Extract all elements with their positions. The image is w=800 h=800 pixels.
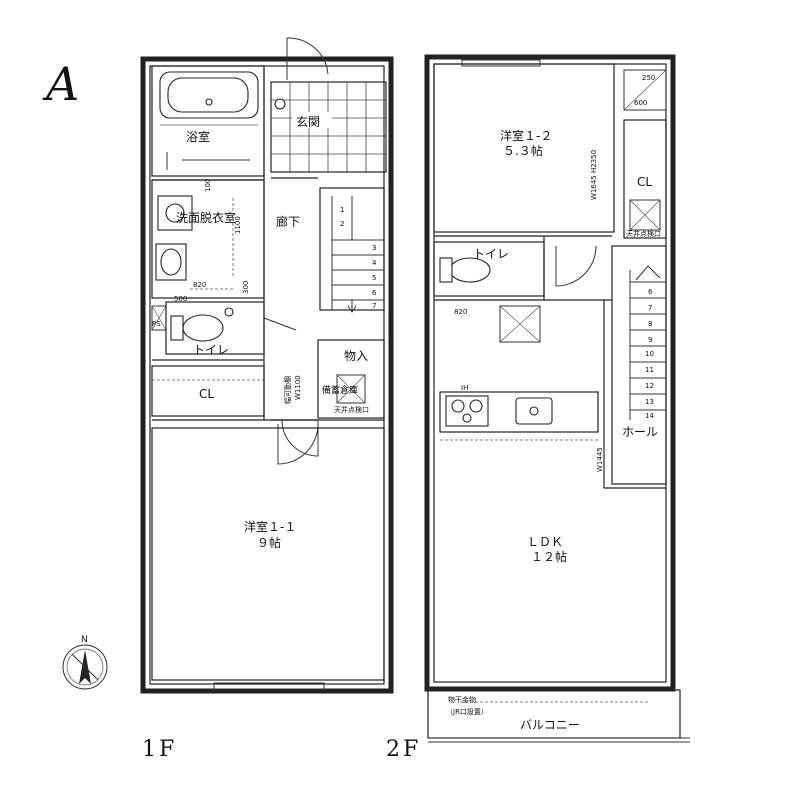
bath-label: 浴室 — [186, 129, 210, 144]
svg-text:6: 6 — [648, 288, 653, 296]
second-floor-outer-wall — [424, 54, 676, 692]
svg-text:300: 300 — [242, 281, 250, 294]
svg-text:14: 14 — [645, 412, 654, 420]
svg-text:500: 500 — [174, 295, 187, 303]
first-toilet-label: トイレ — [193, 343, 229, 357]
svg-text:13: 13 — [645, 398, 654, 406]
svg-text:W1645 H2350: W1645 H2350 — [590, 150, 598, 200]
svg-text:W1100: W1100 — [294, 375, 302, 400]
first-floor-outer-wall — [140, 56, 394, 694]
second-toilet-label: トイレ — [473, 247, 509, 261]
upper-right-niche: 600 250 — [623, 69, 667, 111]
first-floor-closet[interactable]: CL — [151, 365, 265, 417]
svg-text:1100: 1100 — [234, 216, 242, 234]
kitchen-counter[interactable]: IH W1445 — [439, 305, 604, 472]
svg-text:7: 7 — [648, 304, 652, 312]
second-closet-label: CL — [637, 175, 652, 189]
svg-text:1: 1 — [340, 206, 344, 214]
second-floor-toilet[interactable]: トイレ 820 — [433, 241, 597, 316]
toilet-bowl — [182, 314, 224, 342]
balcony-label: バルコニー — [520, 718, 580, 732]
first-floor-label: 1F — [142, 737, 177, 762]
genkan-area[interactable]: 玄関 — [270, 81, 387, 173]
svg-text:8: 8 — [648, 320, 652, 328]
svg-text:PS: PS — [152, 320, 161, 328]
western-1-2-name: 洋室１-２ — [500, 128, 552, 143]
bedroom-1-1-size: ９帖 — [257, 535, 281, 550]
svg-text:物干金物: 物干金物 — [448, 695, 476, 704]
svg-text:600: 600 — [634, 99, 647, 107]
washroom-label: 洗面脱衣室 — [176, 210, 236, 225]
hall-label: ホール — [622, 425, 658, 439]
balcony[interactable]: バルコニー 物干金物 （JR口設置） — [427, 689, 690, 743]
bedroom-1-1[interactable]: 洋室１-１ ９帖 — [151, 427, 385, 690]
svg-text:天井点検口: 天井点検口 — [626, 229, 661, 238]
svg-text:820: 820 — [454, 308, 467, 316]
hallway-label: 廊下 — [276, 214, 300, 229]
second-floor-stairs[interactable]: 6 7 8 9 10 11 12 13 14 ホール — [611, 245, 667, 485]
svg-text:5: 5 — [372, 274, 376, 282]
ldk-room[interactable]: ＬＤＫ １２帖 — [527, 535, 567, 564]
first-closet-label: CL — [199, 387, 214, 401]
storage-door[interactable] — [281, 419, 319, 457]
pipe-space: PS — [151, 305, 167, 331]
second-floor-label: 2F — [386, 737, 421, 762]
entrance-door — [286, 37, 329, 80]
svg-text:12: 12 — [645, 382, 654, 390]
svg-text:11: 11 — [645, 366, 654, 374]
second-floor-partitions — [434, 235, 666, 489]
western-1-2-size: ５.３帖 — [503, 143, 543, 158]
first-floor-toilet[interactable]: 500 トイレ — [165, 295, 297, 357]
genkan-label: 玄関 — [296, 114, 320, 129]
second-floor: 洋室１-２ ５.３帖 W1645 H2350 600 250 CL 天井点検口 — [386, 54, 690, 762]
svg-text:N: N — [81, 635, 88, 645]
svg-text:天井点検口: 天井点検口 — [334, 405, 369, 414]
hallway[interactable]: 廊下 — [276, 214, 300, 229]
second-floor-closet[interactable]: CL 天井点検口 — [623, 119, 667, 239]
svg-text:（JR口設置）: （JR口設置） — [446, 707, 488, 716]
svg-text:9: 9 — [648, 336, 652, 344]
bedroom-1-1-name: 洋室１-１ — [244, 519, 296, 534]
svg-text:3: 3 — [372, 244, 376, 252]
svg-text:820: 820 — [193, 281, 206, 289]
compass-icon: N — [62, 635, 108, 690]
svg-text:W1445: W1445 — [596, 447, 604, 472]
svg-text:100: 100 — [204, 179, 212, 192]
storage-closet[interactable]: 物入 備蓄倉庫 天井点検口 W1100 幅可動棚 — [283, 339, 385, 419]
bikou-label: 備蓄倉庫 — [322, 384, 358, 396]
storage-label: 物入 — [344, 349, 368, 363]
toilet-bowl-2f — [449, 257, 491, 283]
svg-text:IH: IH — [461, 384, 468, 392]
bath-room[interactable]: 浴室 — [151, 65, 265, 177]
bedroom-window — [213, 682, 325, 690]
ldk-name: ＬＤＫ — [527, 535, 563, 549]
first-floor: 浴室 玄関 — [140, 37, 394, 762]
svg-text:250: 250 — [642, 74, 655, 82]
svg-text:10: 10 — [645, 350, 654, 358]
svg-text:幅可動棚: 幅可動棚 — [283, 376, 292, 404]
logo-letter: A — [42, 57, 79, 111]
svg-text:7: 7 — [372, 302, 376, 310]
svg-text:2: 2 — [340, 220, 344, 228]
svg-text:4: 4 — [372, 259, 377, 267]
first-floor-partitions — [152, 66, 384, 421]
washroom[interactable]: 洗面脱衣室 100 1100 820 300 — [151, 179, 265, 299]
western-room-1-2[interactable]: 洋室１-２ ５.３帖 W1645 H2350 — [433, 59, 615, 233]
bedroom-door[interactable] — [277, 423, 319, 465]
svg-text:6: 6 — [372, 289, 377, 297]
first-floor-stairs[interactable]: 3 4 5 6 7 1 2 — [319, 187, 385, 313]
ldk-size: １２帖 — [531, 549, 567, 564]
